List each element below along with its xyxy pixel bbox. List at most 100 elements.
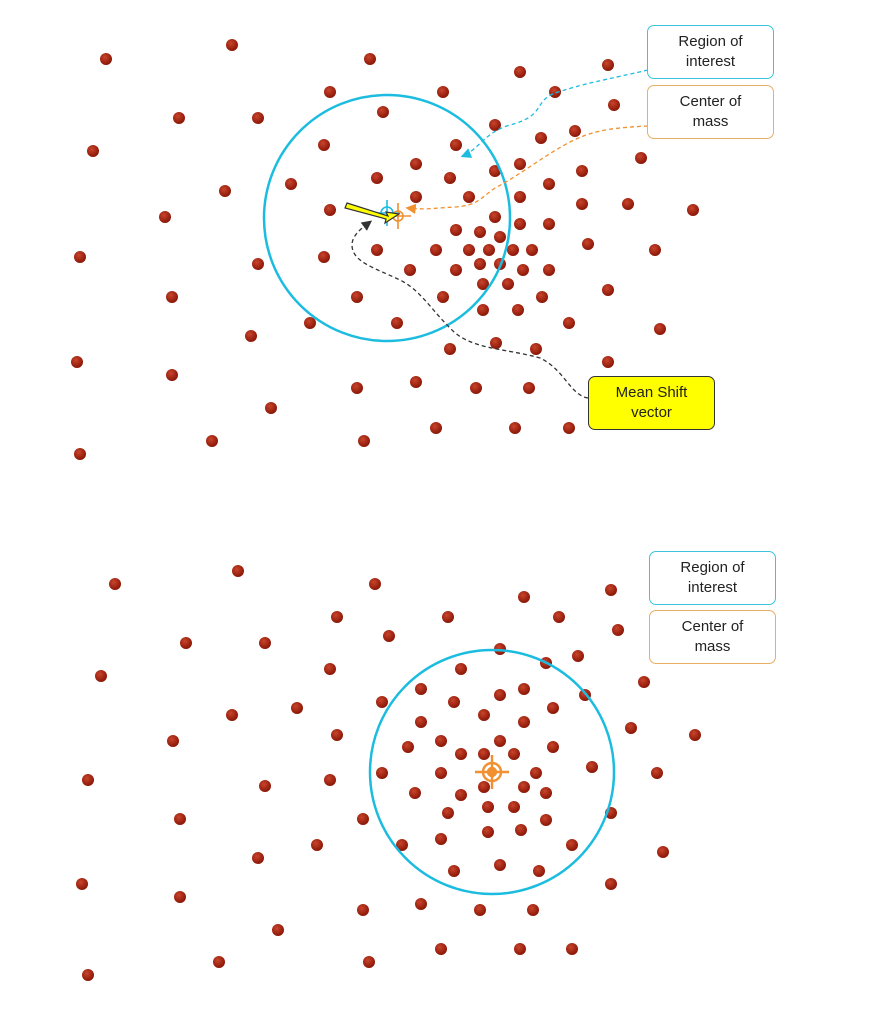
bottom-data-point xyxy=(369,578,381,590)
top-data-point xyxy=(526,244,538,256)
top-data-point xyxy=(206,435,218,447)
bottom-region-label: Region of interest xyxy=(649,551,776,605)
top-data-point xyxy=(563,317,575,329)
top-data-point xyxy=(318,139,330,151)
bottom-data-point xyxy=(515,824,527,836)
shift-leader-line xyxy=(351,220,589,399)
top-data-point xyxy=(530,343,542,355)
bottom-data-point xyxy=(357,813,369,825)
bottom-data-point xyxy=(612,624,624,636)
bottom-data-point xyxy=(482,826,494,838)
bottom-data-point xyxy=(435,833,447,845)
top-data-point xyxy=(517,264,529,276)
top-data-point xyxy=(512,304,524,316)
top-data-point xyxy=(602,59,614,71)
top-data-point xyxy=(523,382,535,394)
bottom-data-point xyxy=(383,630,395,642)
bottom-data-point xyxy=(625,722,637,734)
top-region-label: Region of interest xyxy=(647,25,774,79)
top-data-point xyxy=(377,106,389,118)
bottom-data-point xyxy=(494,689,506,701)
top-data-point xyxy=(489,211,501,223)
bottom-data-point xyxy=(363,956,375,968)
bottom-data-point xyxy=(455,789,467,801)
bottom-data-point xyxy=(435,767,447,779)
top-data-point xyxy=(654,323,666,335)
top-data-point xyxy=(324,204,336,216)
top-data-point xyxy=(502,278,514,290)
bottom-data-point xyxy=(76,878,88,890)
bottom-data-point xyxy=(478,781,490,793)
top-data-point xyxy=(483,244,495,256)
top-data-point xyxy=(304,317,316,329)
bottom-data-point xyxy=(442,611,454,623)
bottom-data-point xyxy=(232,565,244,577)
bottom-data-point xyxy=(494,859,506,871)
top-data-point xyxy=(602,284,614,296)
top-data-point xyxy=(622,198,634,210)
bottom-data-point xyxy=(540,787,552,799)
top-data-point xyxy=(371,244,383,256)
top-data-point xyxy=(463,191,475,203)
bottom-data-point xyxy=(252,852,264,864)
bottom-data-point xyxy=(311,839,323,851)
bottom-data-point xyxy=(415,716,427,728)
bottom-data-point xyxy=(518,683,530,695)
top-data-point xyxy=(252,112,264,124)
bottom-data-point xyxy=(272,924,284,936)
top-data-point xyxy=(608,99,620,111)
top-data-point xyxy=(514,218,526,230)
top-data-point xyxy=(364,53,376,65)
top-data-point xyxy=(437,86,449,98)
bottom-data-point xyxy=(474,904,486,916)
bottom-data-point xyxy=(402,741,414,753)
bottom-data-point xyxy=(415,898,427,910)
bottom-data-point xyxy=(448,696,460,708)
bottom-data-point xyxy=(689,729,701,741)
top-data-point xyxy=(490,337,502,349)
bottom-data-point xyxy=(174,813,186,825)
top-data-point xyxy=(166,291,178,303)
bottom-data-point xyxy=(442,807,454,819)
top-data-point xyxy=(536,291,548,303)
bottom-center-label: Center of mass xyxy=(649,610,776,664)
bottom-data-point xyxy=(478,709,490,721)
bottom-data-point xyxy=(482,801,494,813)
top-data-point xyxy=(463,244,475,256)
bottom-data-point xyxy=(376,767,388,779)
bottom-data-point xyxy=(605,584,617,596)
top-data-point xyxy=(569,125,581,137)
top-data-point xyxy=(87,145,99,157)
top-data-point xyxy=(391,317,403,329)
bottom-data-point xyxy=(180,637,192,649)
bottom-data-point xyxy=(174,891,186,903)
bottom-data-point xyxy=(109,578,121,590)
top-data-points xyxy=(71,39,699,460)
bottom-data-point xyxy=(547,741,559,753)
top-data-point xyxy=(450,264,462,276)
top-data-point xyxy=(477,304,489,316)
bottom-data-point xyxy=(494,735,506,747)
top-data-point xyxy=(358,435,370,447)
top-data-point xyxy=(351,382,363,394)
top-data-point xyxy=(576,165,588,177)
bottom-data-point xyxy=(455,663,467,675)
bottom-data-point xyxy=(226,709,238,721)
top-data-point xyxy=(324,86,336,98)
top-data-point xyxy=(74,251,86,263)
bottom-data-point xyxy=(547,702,559,714)
top-data-point xyxy=(173,112,185,124)
arrow-icon xyxy=(344,202,401,225)
bottom-data-point xyxy=(651,767,663,779)
bottom-data-point xyxy=(331,729,343,741)
top-data-point xyxy=(635,152,647,164)
top-data-point xyxy=(410,191,422,203)
top-data-point xyxy=(410,376,422,388)
top-data-point xyxy=(514,191,526,203)
mean-shift-label: Mean Shift vector xyxy=(588,376,715,430)
top-data-point xyxy=(74,448,86,460)
top-data-point xyxy=(582,238,594,250)
top-data-point xyxy=(543,178,555,190)
top-region-circle xyxy=(262,93,512,343)
bottom-data-point xyxy=(494,643,506,655)
